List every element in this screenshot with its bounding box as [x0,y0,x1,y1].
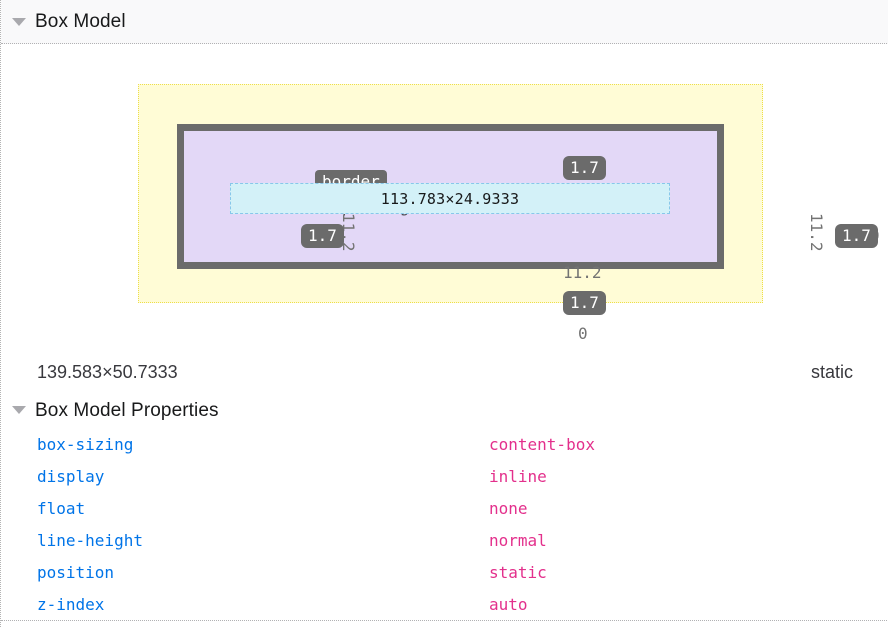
properties-title: Box Model Properties [35,399,219,421]
property-value[interactable]: normal [489,530,547,550]
property-name[interactable]: z-index [37,594,105,614]
padding-bottom-value[interactable]: 11.2 [563,263,602,282]
property-value[interactable]: inline [489,466,547,486]
section-header-box-model-properties[interactable]: Box Model Properties [1,392,888,428]
section-header-box-model[interactable]: Box Model [1,0,888,44]
content-size-value[interactable]: 113.783×24.9333 [380,189,520,208]
padding-right-value[interactable]: 11.2 [807,213,826,252]
property-value[interactable]: none [489,498,528,518]
border-bottom-value[interactable]: 1.7 [563,291,606,315]
border-right-value[interactable]: 1.7 [835,224,878,248]
box-model-properties-list: box-sizing content-box display inline fl… [1,428,888,620]
property-name[interactable]: display [37,466,105,486]
box-model-diagram: margin 0 0 0 0 border padding 11.2 11.2 … [1,45,888,390]
property-name[interactable]: float [37,498,86,518]
border-top-value[interactable]: 1.7 [563,156,606,180]
property-value[interactable]: static [489,562,547,582]
element-summary-row: 139.583×50.7333 static [1,352,888,392]
property-name[interactable]: line-height [37,530,143,550]
bottom-divider [1,620,888,621]
property-row[interactable]: display inline [1,460,888,492]
page-title: Box Model [35,11,126,32]
property-row[interactable]: line-height normal [1,524,888,556]
property-value[interactable]: auto [489,594,528,614]
property-name[interactable]: box-sizing [37,434,134,454]
property-row[interactable]: box-sizing content-box [1,428,888,460]
content-box-region[interactable]: 113.783×24.9333 [230,183,670,214]
property-row[interactable]: float none [1,492,888,524]
property-row[interactable]: z-index auto [1,588,888,620]
property-name[interactable]: position [37,562,115,582]
property-value[interactable]: content-box [489,434,595,454]
property-row[interactable]: position static [1,556,888,588]
element-size-value: 139.583×50.7333 [37,361,178,382]
triangle-down-icon[interactable] [12,406,26,414]
element-position-value: static [810,361,853,382]
margin-box-region[interactable]: margin 0 0 0 0 border padding 11.2 11.2 … [138,84,880,343]
margin-bottom-value[interactable]: 0 [578,324,588,343]
triangle-down-icon[interactable] [12,17,26,26]
border-left-value[interactable]: 1.7 [301,224,344,248]
